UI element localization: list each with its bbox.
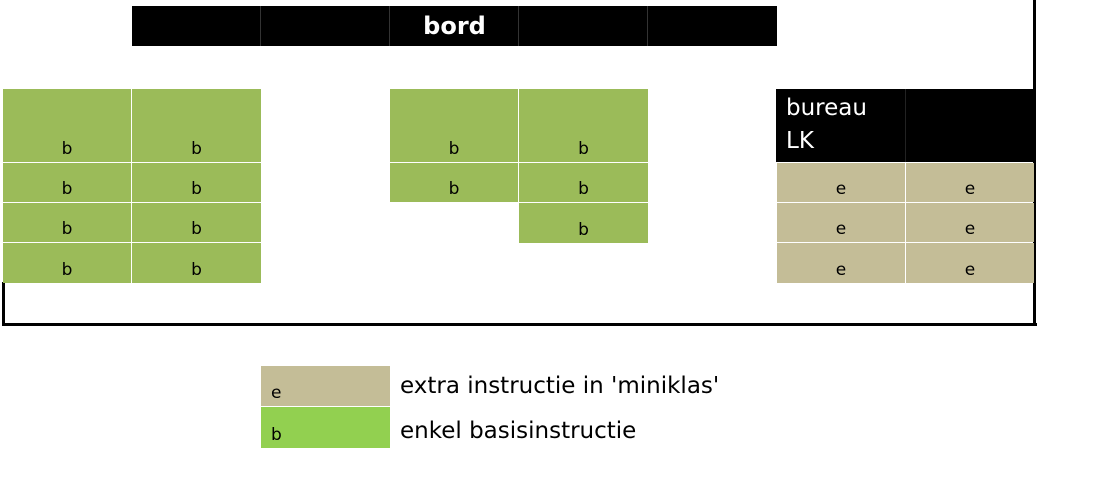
desk-basic: b xyxy=(3,163,131,202)
desk-basic: b xyxy=(3,89,131,162)
room-wall-bottom xyxy=(2,323,1037,326)
bureau-label-line1: bureau xyxy=(786,95,867,121)
board-label: bord xyxy=(423,12,486,40)
desk-extra: e xyxy=(906,163,1034,202)
desk-label: e xyxy=(964,219,976,239)
desk-basic: b xyxy=(519,89,648,162)
board xyxy=(132,6,777,46)
legend-label-basic: enkel basisinstructie xyxy=(400,418,637,444)
desk-label: b xyxy=(61,219,73,239)
desk-extra: e xyxy=(777,163,905,202)
desk-extra: e xyxy=(777,243,905,283)
desk-basic: b xyxy=(132,203,261,242)
desk-basic: b xyxy=(519,163,648,202)
legend-symbol: e xyxy=(271,383,282,403)
desk-basic: b xyxy=(132,163,261,202)
bureau-divider xyxy=(905,89,906,162)
legend-symbol: b xyxy=(271,425,282,445)
legend-label-extra: extra instructie in 'miniklas' xyxy=(400,373,720,399)
desk-label: e xyxy=(964,260,976,280)
desk-label: e xyxy=(835,219,847,239)
desk-label: b xyxy=(578,220,589,240)
desk-label: b xyxy=(61,179,73,199)
desk-label: e xyxy=(835,179,847,199)
desk-label: b xyxy=(191,139,202,159)
desk-label: b xyxy=(578,139,589,159)
room-wall-left xyxy=(2,282,5,326)
board-divider xyxy=(260,6,261,46)
desk-basic: b xyxy=(390,89,518,162)
board-divider xyxy=(647,6,648,46)
desk-label: b xyxy=(448,139,460,159)
desk-label: b xyxy=(61,260,73,280)
legend-swatch-extra: e xyxy=(261,366,390,406)
desk-basic: b xyxy=(519,203,648,243)
desk-extra: e xyxy=(777,203,905,242)
desk-label: b xyxy=(61,139,73,159)
desk-label: e xyxy=(835,260,847,280)
desk-basic: b xyxy=(132,243,261,283)
desk-basic: b xyxy=(132,89,261,162)
board-divider xyxy=(389,6,390,46)
desk-label: e xyxy=(964,179,976,199)
desk-label: b xyxy=(578,179,589,199)
desk-basic: b xyxy=(3,243,131,283)
room-wall-right xyxy=(1033,0,1036,326)
desk-basic: b xyxy=(390,163,518,202)
legend-swatch-basic: b xyxy=(261,407,390,448)
desk-label: b xyxy=(191,219,202,239)
desk-label: b xyxy=(448,179,460,199)
desk-extra: e xyxy=(906,203,1034,242)
desk-basic: b xyxy=(3,203,131,242)
desk-label: b xyxy=(191,179,202,199)
desk-label: b xyxy=(191,260,202,280)
board-divider xyxy=(518,6,519,46)
desk-extra: e xyxy=(906,243,1034,283)
bureau-label-line2: LK xyxy=(786,128,814,154)
